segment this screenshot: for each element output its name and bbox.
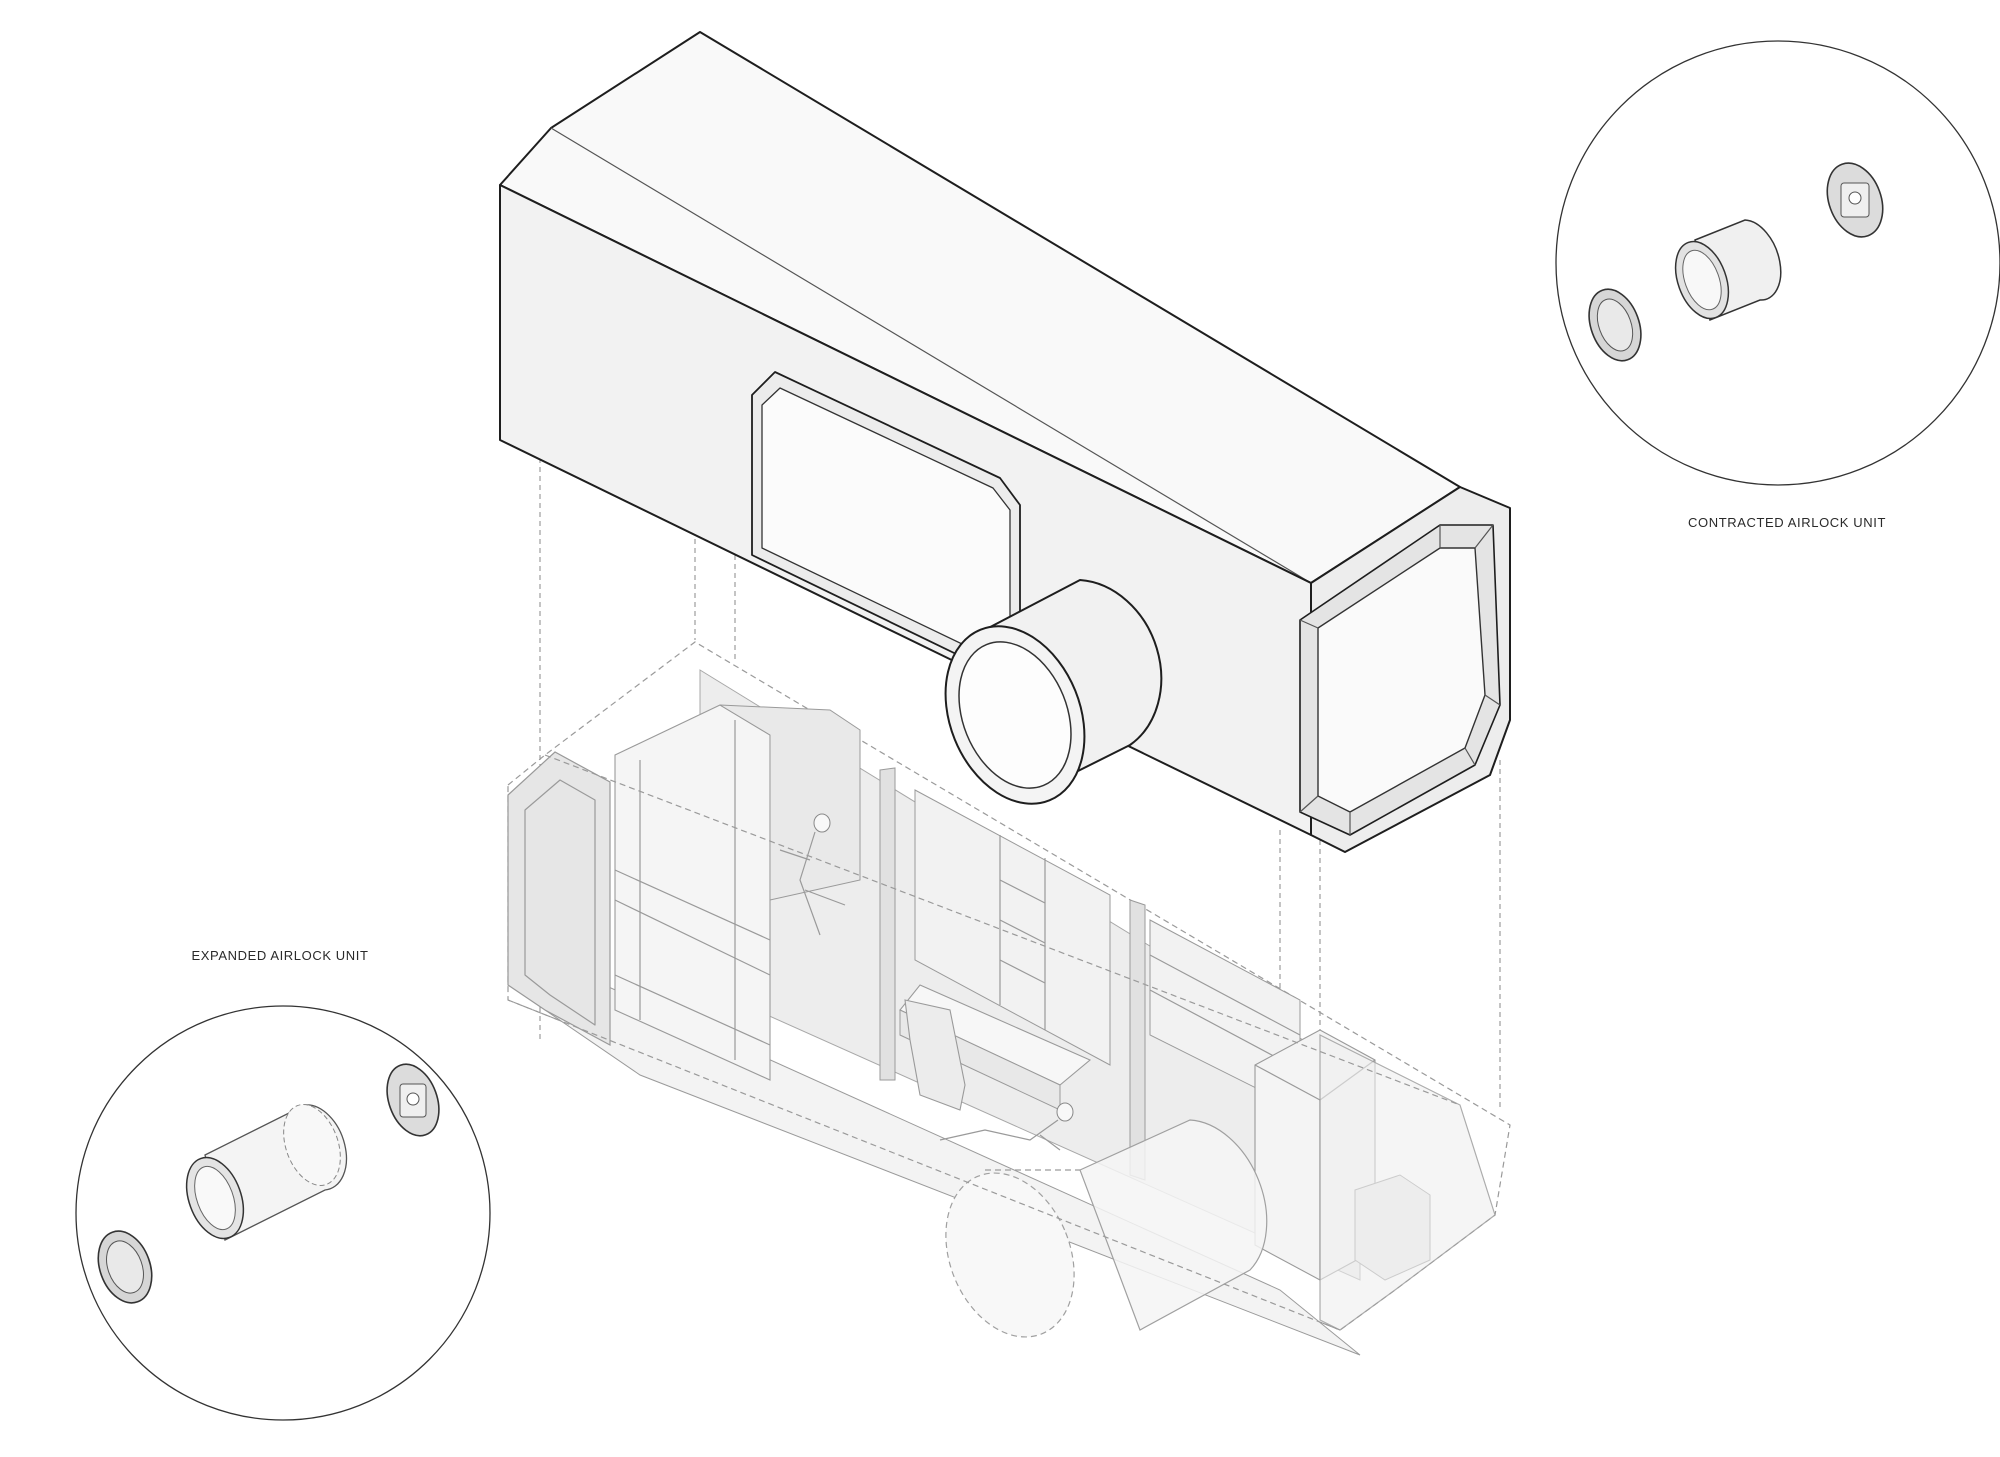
docking-port-cylinder [944, 579, 1163, 805]
docking-port-hatch [958, 641, 1072, 789]
interior-right-end-wall [1319, 1034, 1496, 1331]
module-end-recess-inner [1317, 547, 1486, 813]
crew-bunks [614, 704, 861, 1081]
expanded-airlock-callout: EXPANDED AIRLOCK UNIT [75, 948, 491, 1421]
interior-left-end-wall [507, 751, 611, 1047]
closed-habitat-module [499, 31, 1511, 853]
contracted-hatch-right [1826, 162, 1884, 238]
interior-habitat-module [507, 641, 1511, 1356]
interior-partitions [879, 767, 1146, 1181]
workstation-desk [899, 984, 1092, 1111]
contracted-airlock-callout: CONTRACTED AIRLOCK UNIT [1555, 40, 2000, 530]
contracted-airlock-tube [1674, 219, 1782, 322]
label-expanded-airlock-unit: EXPANDED AIRLOCK UNIT [191, 948, 368, 963]
crew-figures [779, 813, 1074, 1151]
label-contracted-airlock-unit: CONTRACTED AIRLOCK UNIT [1688, 515, 1886, 530]
expanded-hatch-right [386, 1063, 440, 1137]
expanded-docking-cylinder-ghost [945, 1119, 1268, 1338]
expanded-airlock-tube [185, 1104, 348, 1241]
